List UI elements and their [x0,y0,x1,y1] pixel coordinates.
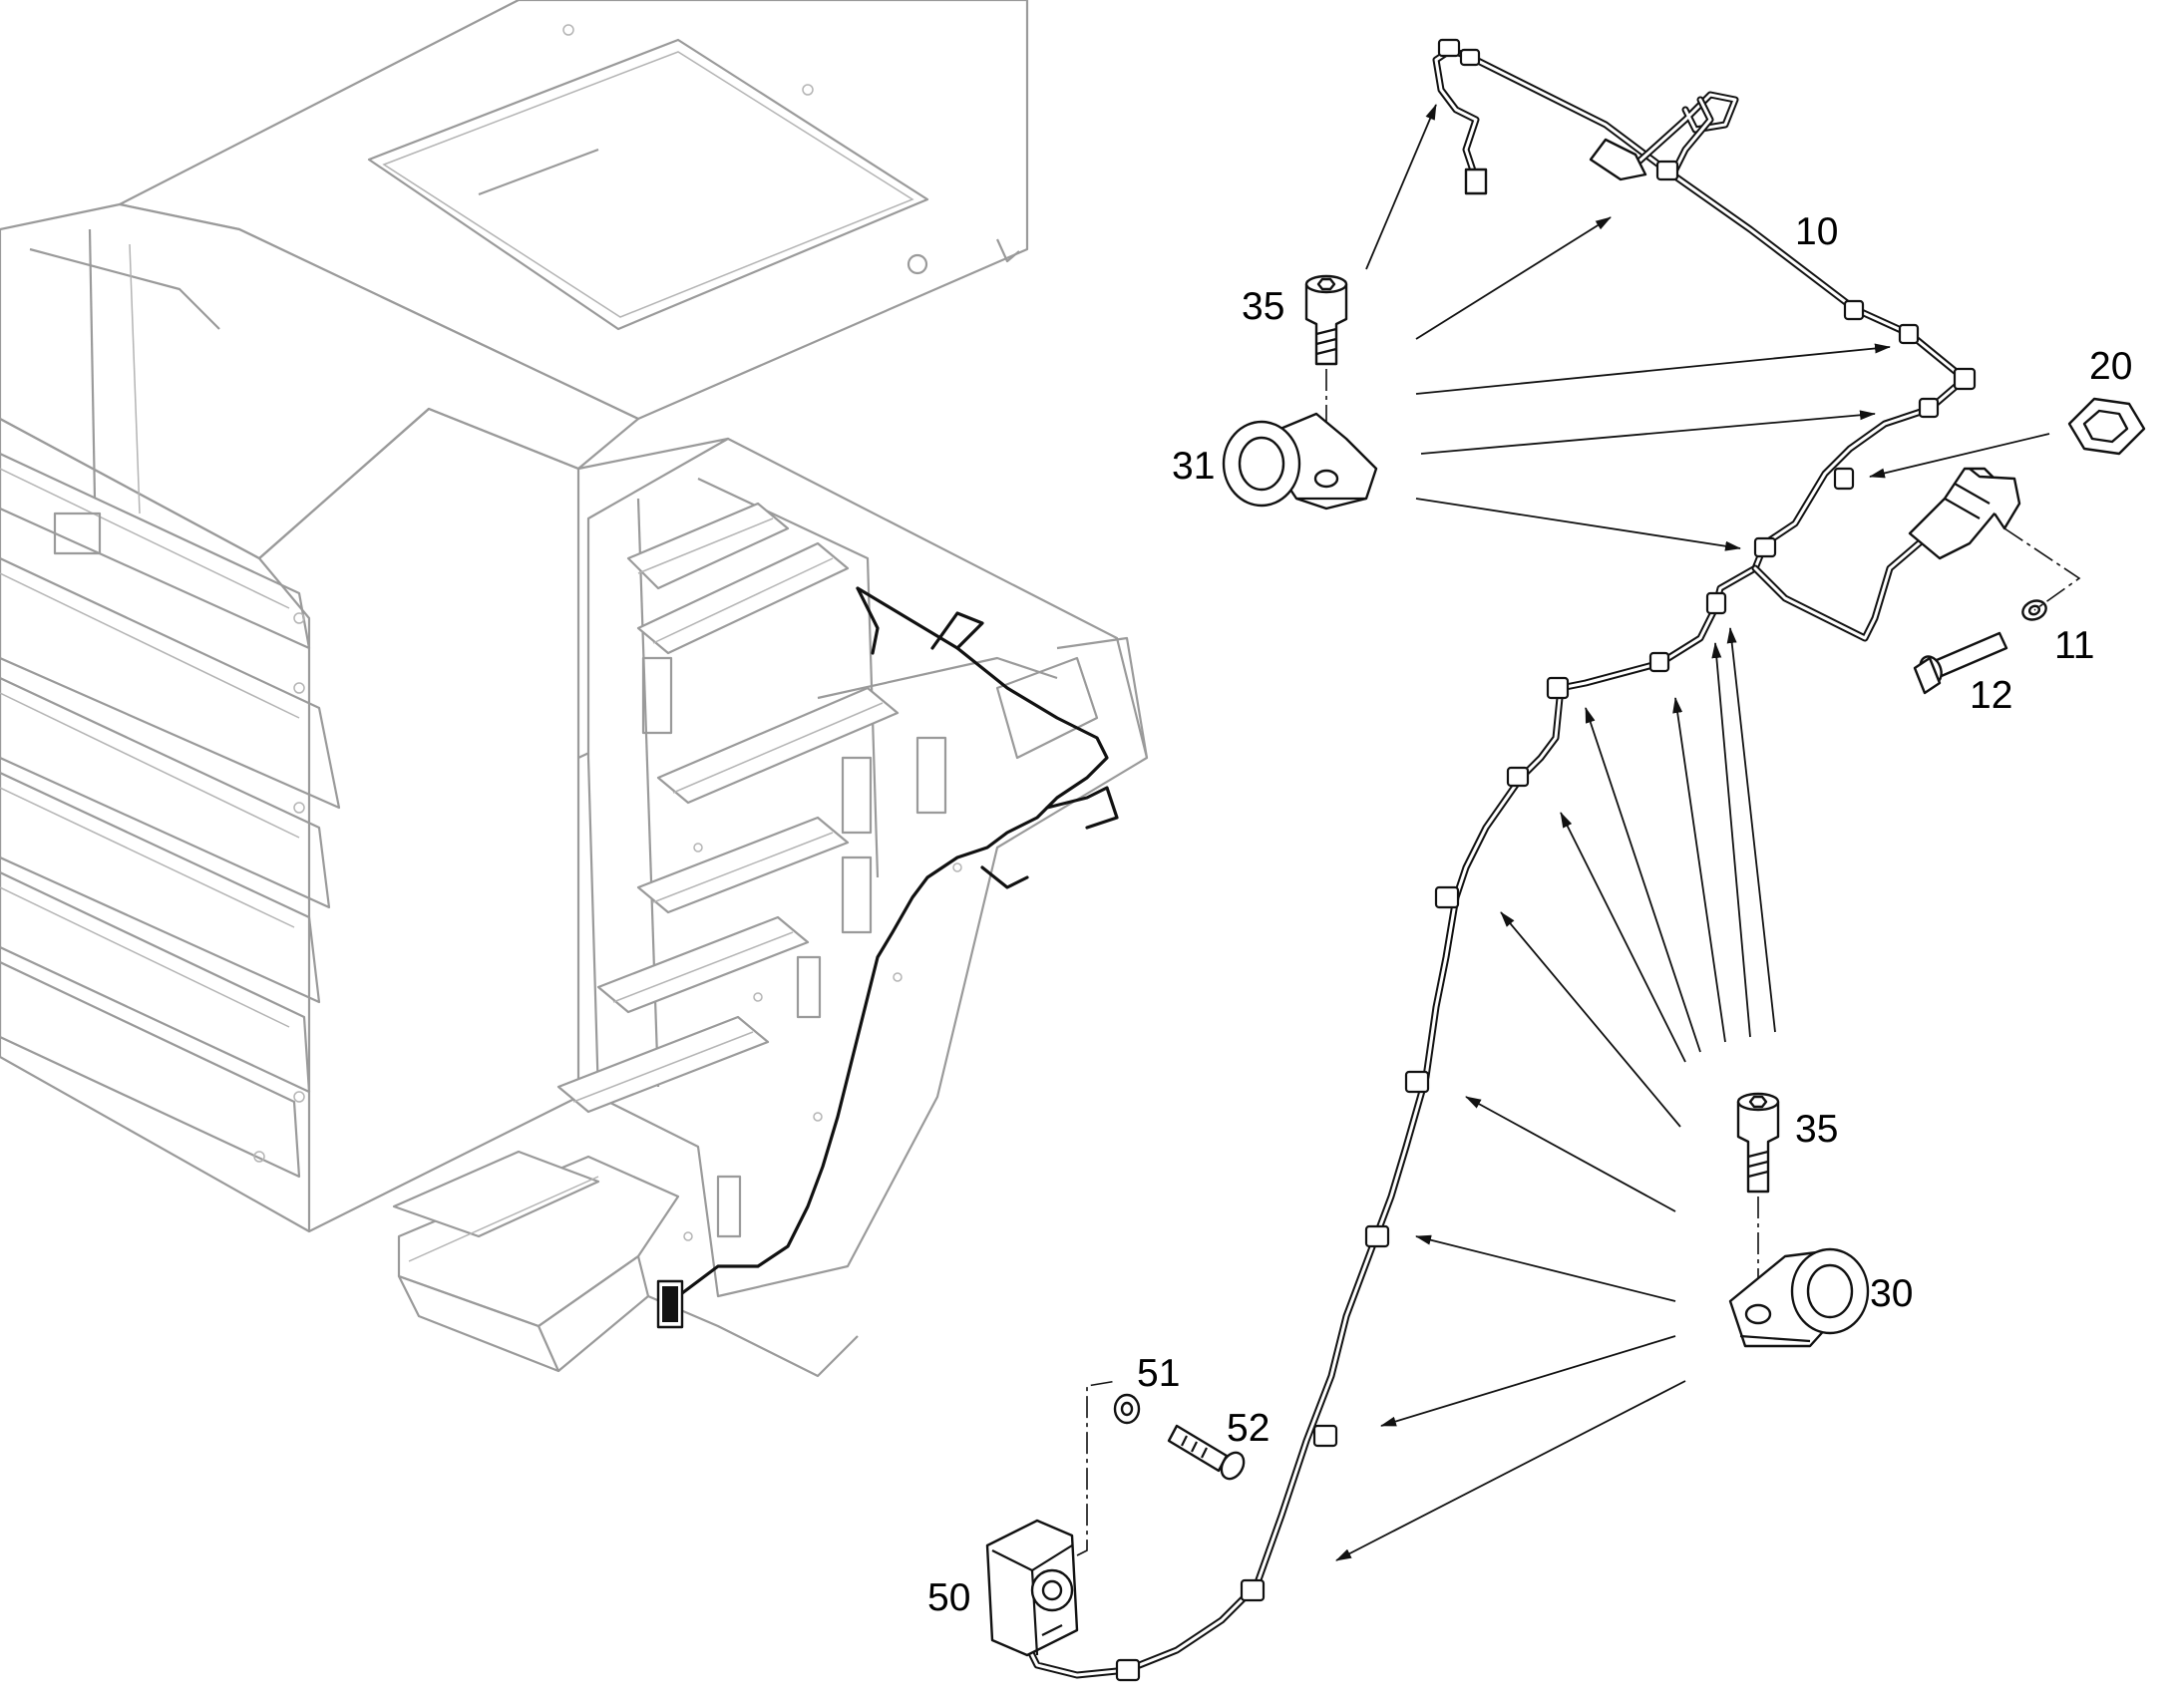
leader-arrows [1335,104,2050,1561]
callout-50: 50 [927,1576,970,1619]
screw-35-top [1304,274,1348,469]
washer-51 [1113,1393,1141,1425]
callout-12: 12 [1970,674,2012,717]
switch-box [985,1380,1118,1657]
callout-31: 31 [1172,445,1215,488]
installed-harness-ghost [656,586,1119,1329]
callout-51: 51 [1137,1352,1180,1395]
clamp-30 [1728,1247,1870,1348]
callout-30: 30 [1870,1272,1913,1315]
clamp-31 [1222,412,1378,511]
screw-35-bottom [1736,1092,1780,1296]
callout-labels: 10 20 11 12 35 31 35 30 51 52 50 [927,210,2132,1619]
machine-assembly-ghost [0,0,1149,1378]
callout-35-bottom: 35 [1795,1108,1838,1151]
callout-35-top: 35 [1242,285,1284,328]
screw-52 [1167,1424,1246,1481]
screw-and-washer [1913,527,2081,695]
hex-nut [2067,397,2146,456]
wiring-harness [1018,38,2021,1682]
callout-52: 52 [1227,1407,1270,1450]
callout-11: 11 [2054,624,2095,667]
callout-20: 20 [2089,345,2132,388]
cable-clips [1115,38,1977,1682]
callout-10: 10 [1795,210,1838,253]
